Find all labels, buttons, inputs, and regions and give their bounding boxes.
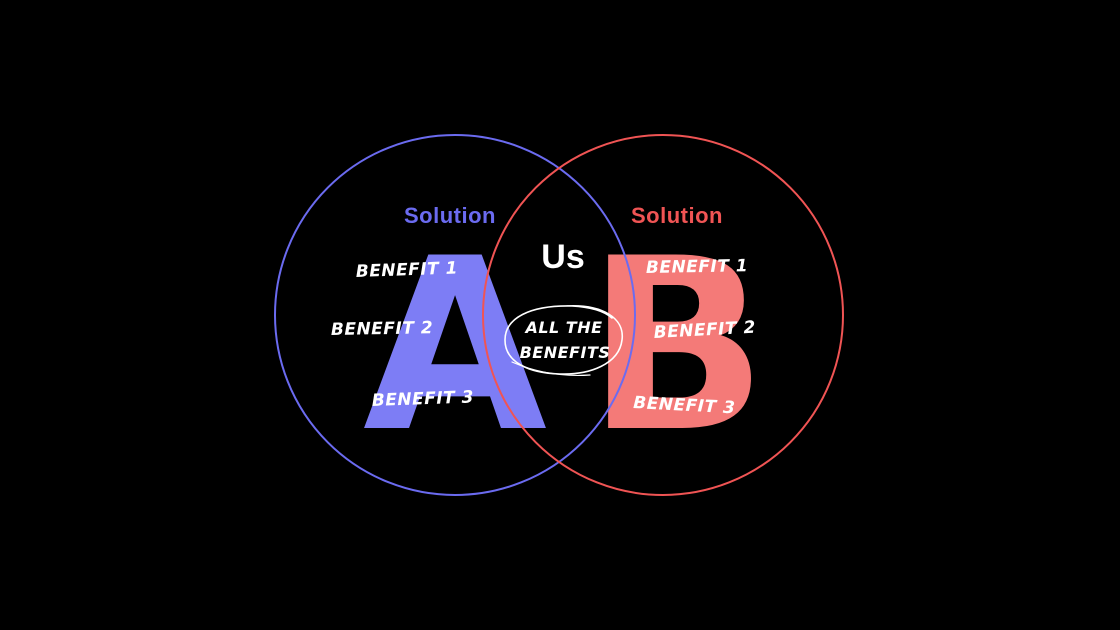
- solution-a-benefit-1: BENEFIT 1: [355, 258, 458, 282]
- solution-a-benefit-2: BENEFIT 2: [331, 318, 434, 340]
- solution-b-benefit-1: BENEFIT 1: [646, 256, 749, 278]
- solution-b-label: Solution: [631, 203, 723, 228]
- highlight-oval-tail: [511, 361, 591, 377]
- solution-b-letter: B: [586, 208, 767, 485]
- solution-a-letter: A: [363, 208, 547, 485]
- overlap-highlight-line-2: BENEFITS: [520, 343, 611, 362]
- solution-a-benefit-3: BENEFIT 3: [371, 387, 474, 411]
- solution-a-circle: [274, 134, 636, 496]
- overlap-highlight-line-1: ALL THE: [523, 318, 602, 337]
- solution-a-label: Solution: [404, 203, 496, 228]
- overlap-us-label: Us: [541, 238, 584, 276]
- solution-b-circle: [482, 134, 844, 496]
